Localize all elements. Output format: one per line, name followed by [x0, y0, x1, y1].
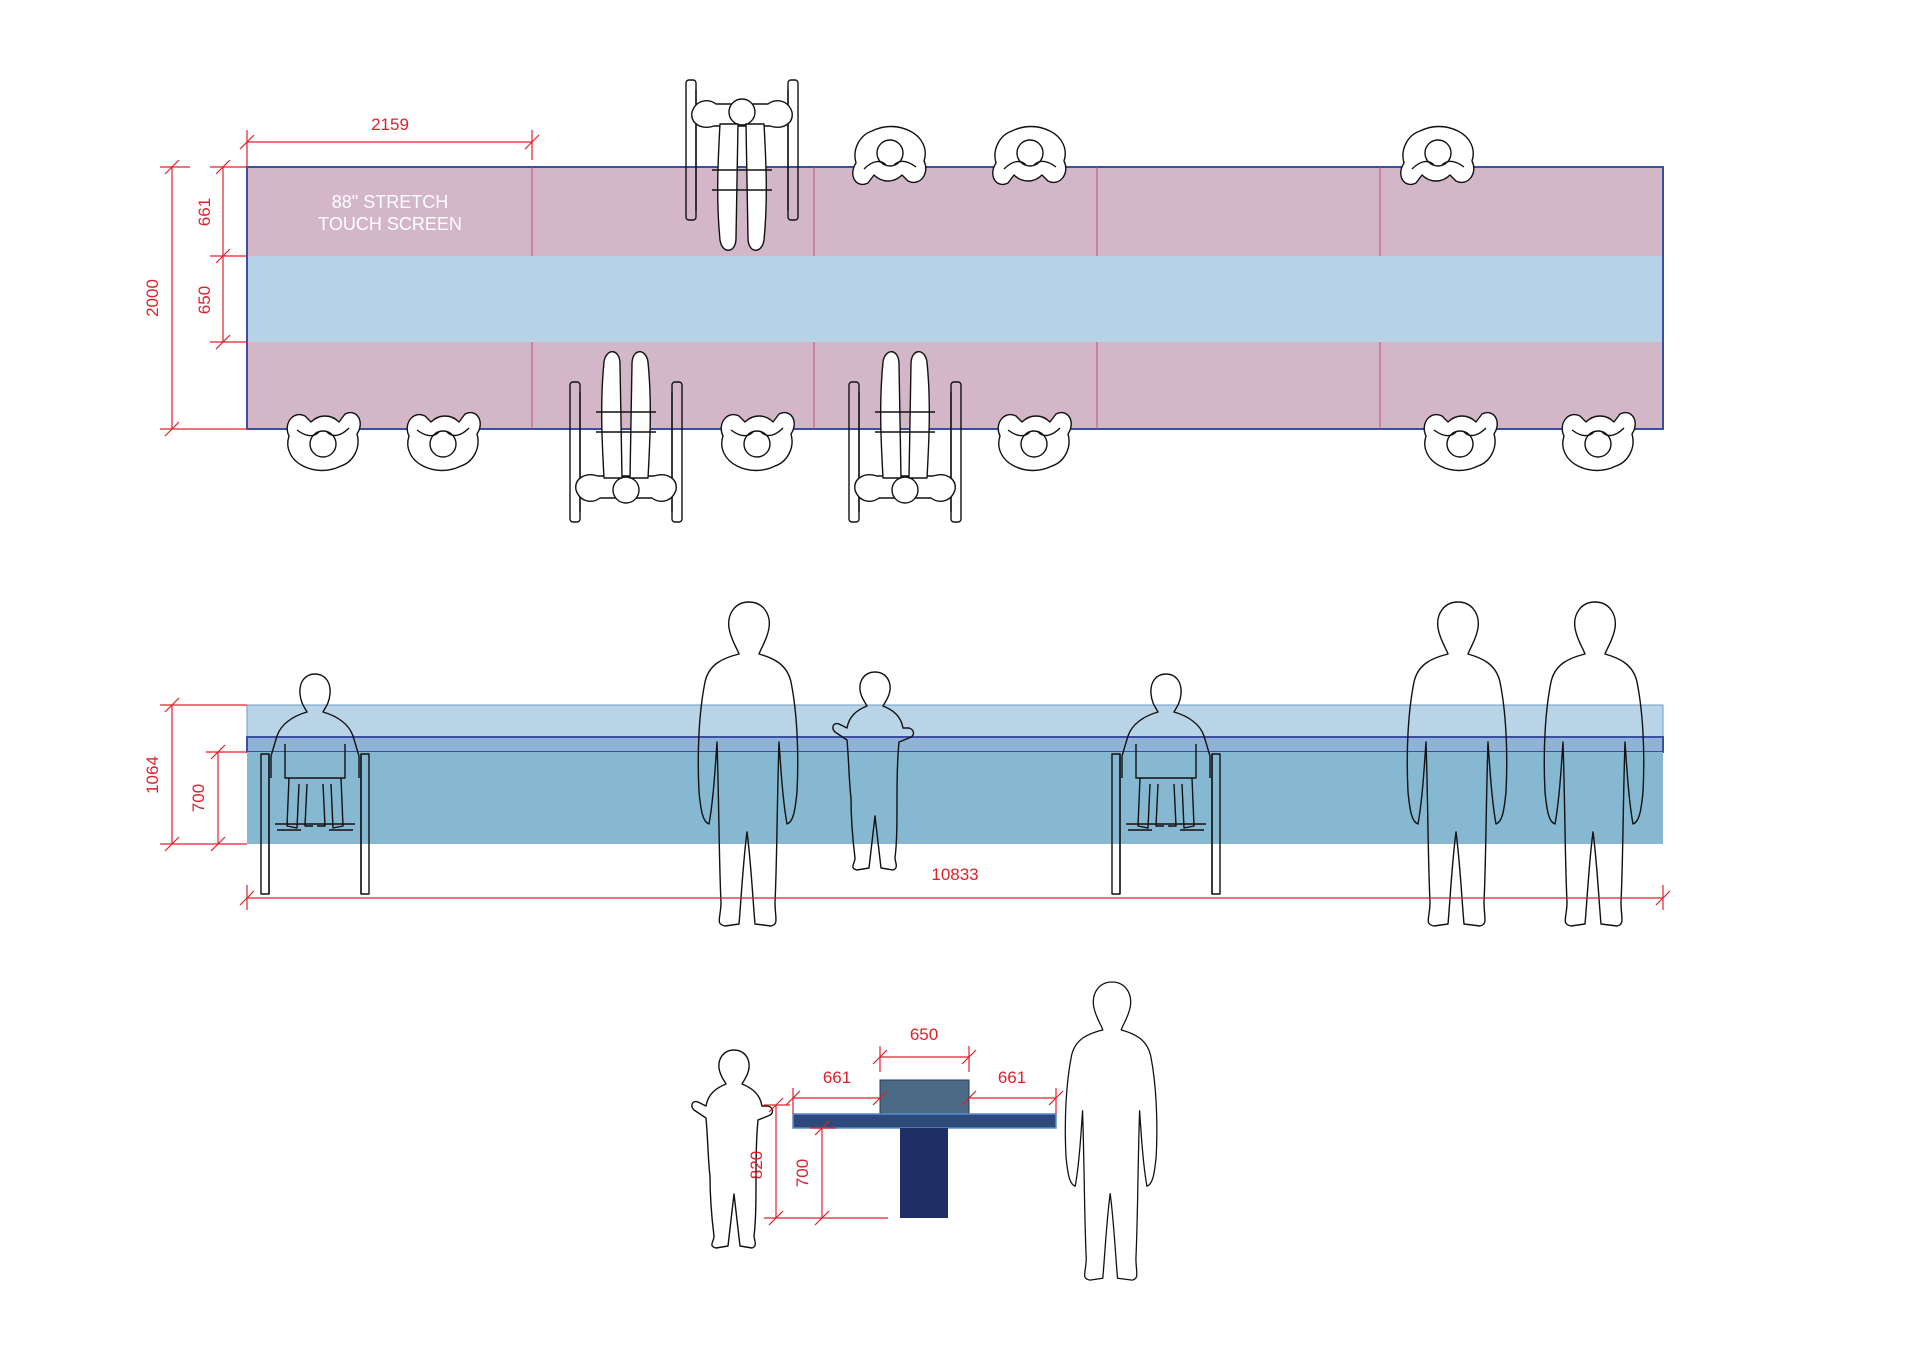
screen-row-bottom [247, 342, 1663, 429]
dim-reach-height: 820 [747, 1151, 766, 1179]
elevation-screen-band [246, 704, 1664, 738]
elevation-dimensions [160, 697, 1671, 910]
plan-dimensions [160, 130, 540, 437]
standing-adult [1064, 981, 1158, 1281]
section-screen-top [879, 1079, 970, 1115]
dim-overall-height: 1064 [143, 756, 162, 794]
seated-person-plan [406, 411, 481, 472]
dim-left-wing: 661 [823, 1068, 851, 1087]
seated-person-plan [1400, 125, 1475, 186]
elevation-base [247, 752, 1663, 844]
screen-row-top [247, 167, 1663, 256]
screen-label-line1: 88" STRETCH [332, 192, 448, 212]
section-view: 650 661 661 820 700 [691, 981, 1158, 1281]
plan-view: 88" STRETCH TOUCH SCREEN 2159 661 650 [143, 79, 1664, 523]
seated-person-plan [852, 125, 927, 186]
seated-person-plan [997, 411, 1072, 472]
dim-right-wing: 661 [998, 1068, 1026, 1087]
dim-section-table-height: 700 [793, 1159, 812, 1187]
section-tabletop [792, 1113, 1057, 1129]
seated-person-plan [720, 411, 795, 472]
child-figure [691, 1049, 774, 1249]
seated-person-plan [286, 411, 361, 472]
screen-label-line2: TOUCH SCREEN [318, 214, 462, 234]
dim-screen-depth: 661 [195, 198, 214, 226]
elevation-tabletop [246, 736, 1664, 753]
section-leg [900, 1128, 948, 1218]
center-strip [247, 256, 1663, 342]
dim-table-height: 700 [189, 784, 208, 812]
table-outline [246, 166, 1664, 430]
dim-module-width: 2159 [371, 115, 409, 134]
seated-person-plan [1423, 411, 1498, 472]
screen-dividers [531, 167, 1381, 429]
dim-total-length: 10833 [931, 865, 978, 884]
elevation-view: 1064 700 10833 [143, 601, 1671, 927]
dim-total-depth: 2000 [143, 279, 162, 317]
dim-top-width: 650 [910, 1025, 938, 1044]
dim-center-strip: 650 [195, 286, 214, 314]
seated-person-plan [1561, 411, 1636, 472]
section-dimensions [764, 1046, 1064, 1226]
seated-person-plan [992, 125, 1067, 186]
